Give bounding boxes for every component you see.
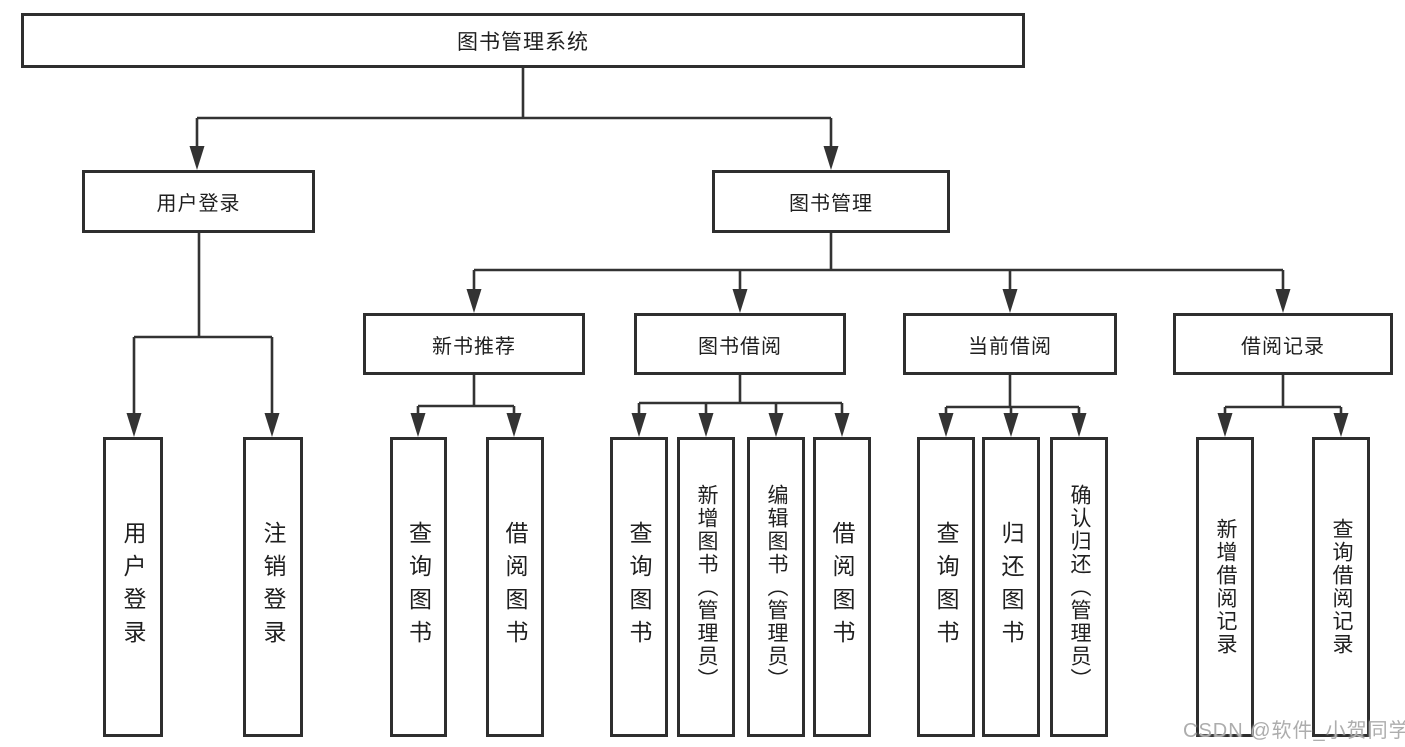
arrowhead: [506, 413, 522, 437]
connector-mgmt-to-level3: [472, 233, 1285, 291]
arrowhead: [1071, 413, 1087, 437]
arrowhead: [410, 413, 426, 437]
arrowhead: [768, 413, 784, 437]
node-book-management: 图书管理: [712, 170, 950, 233]
leaf-logout: 注销登录: [243, 437, 303, 737]
connector-root-to-level2: [195, 68, 833, 148]
connector-newbook-children: [416, 375, 516, 415]
arrowhead: [1003, 413, 1019, 437]
arrowhead: [466, 289, 482, 313]
node-library-management-system: 图书管理系统: [21, 13, 1025, 68]
arrowhead: [1217, 413, 1233, 437]
arrowhead: [1275, 289, 1291, 313]
node-book-borrowing: 图书借阅: [634, 313, 846, 375]
leaf-edit-book-admin: 编辑图书（管理员）: [747, 437, 805, 737]
connector-record-children: [1223, 375, 1343, 415]
leaf-return-books: 归还图书: [982, 437, 1040, 737]
node-new-book-recommend: 新书推荐: [363, 313, 585, 375]
arrowhead: [264, 413, 280, 437]
arrowhead: [938, 413, 954, 437]
node-user-login: 用户登录: [82, 170, 315, 233]
leaf-query-books-3: 查询图书: [917, 437, 975, 737]
arrowhead: [823, 146, 839, 170]
arrowhead: [834, 413, 850, 437]
leaf-query-books-1: 查询图书: [390, 437, 447, 737]
arrowhead: [1333, 413, 1349, 437]
arrowhead: [698, 413, 714, 437]
connector-current-children: [944, 375, 1081, 415]
csdn-watermark: CSDN @软件_小贺同学: [1183, 720, 1405, 742]
leaf-add-borrow-record: 新增借阅记录: [1196, 437, 1254, 737]
leaf-borrow-books-2: 借阅图书: [813, 437, 871, 737]
arrowhead: [631, 413, 647, 437]
node-borrowing-records: 借阅记录: [1173, 313, 1393, 375]
arrowheads: [126, 146, 1349, 437]
leaf-add-book-admin: 新增图书（管理员）: [677, 437, 735, 737]
leaf-query-borrow-record: 查询借阅记录: [1312, 437, 1370, 737]
arrowhead: [1002, 289, 1018, 313]
leaf-confirm-return-admin: 确认归还（管理员）: [1050, 437, 1108, 737]
leaf-query-books-2: 查询图书: [610, 437, 668, 737]
connector-borrow-children: [637, 375, 844, 415]
arrowhead: [126, 413, 142, 437]
connector-login-children: [132, 233, 274, 415]
arrowhead: [189, 146, 205, 170]
leaf-borrow-books-1: 借阅图书: [486, 437, 544, 737]
node-current-borrowing: 当前借阅: [903, 313, 1117, 375]
leaf-user-login: 用户登录: [103, 437, 163, 737]
arrowhead: [732, 289, 748, 313]
